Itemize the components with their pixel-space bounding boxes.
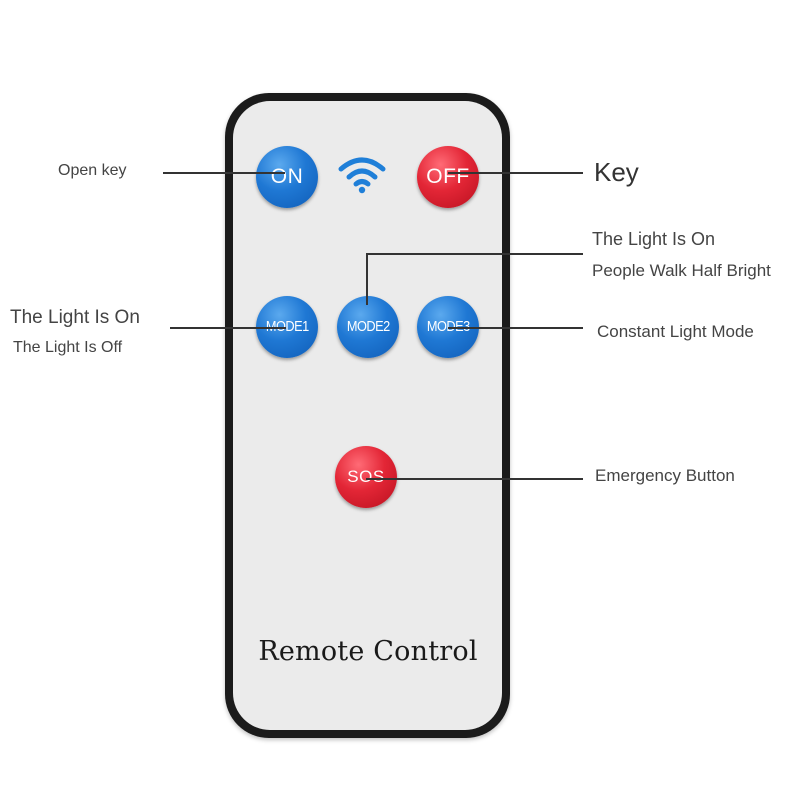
mode3-button[interactable]: MODE3 — [417, 296, 479, 358]
annotation-mode3: Constant Light Mode — [597, 322, 754, 341]
sos-button[interactable]: SOS — [335, 446, 397, 508]
mode2-button[interactable]: MODE2 — [337, 296, 399, 358]
annotation-sos: Emergency Button — [595, 466, 735, 485]
mode2-button-label: MODE2 — [346, 319, 390, 335]
off-button[interactable]: OFF — [417, 146, 479, 208]
mode3-button-label: MODE3 — [426, 319, 470, 335]
annotation-mode2-line1: The Light Is On — [592, 229, 716, 249]
annotation-key: Key — [594, 157, 639, 187]
sos-button-label: SOS — [347, 467, 385, 486]
mode1-button-label: MODE1 — [265, 319, 309, 335]
annotation-mode1-line1: The Light Is On — [10, 307, 140, 328]
on-button-label: ON — [270, 165, 304, 188]
mode1-button[interactable]: MODE1 — [256, 296, 318, 358]
wifi-icon — [338, 157, 386, 194]
off-button-label: OFF — [426, 165, 470, 188]
on-button[interactable]: ON — [256, 146, 318, 208]
remote-title: Remote Control — [258, 636, 478, 667]
annotation-mode2-line2: People Walk Half Bright — [592, 261, 771, 280]
annotation-open-key: Open key — [58, 162, 127, 179]
annotation-mode1-line2: The Light Is Off — [13, 339, 123, 356]
